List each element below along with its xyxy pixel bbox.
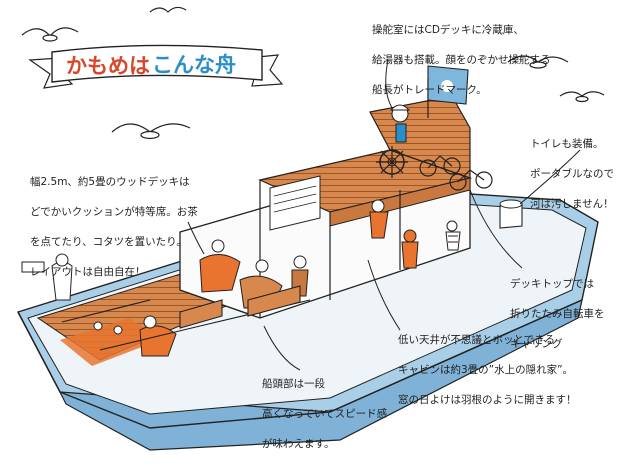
note-line: どでかいクッションが特等席。お茶 bbox=[30, 206, 198, 218]
note-toilet: トイレも装備。 ポータブルなので 河は汚しません！ bbox=[530, 122, 630, 227]
note-line: 窓の日よけは羽根のように開きます！ bbox=[398, 394, 577, 406]
note-line: を点てたり、コタツを置いたり。 bbox=[30, 236, 187, 248]
note-line: 船頭部は一段 bbox=[262, 378, 325, 390]
note-line: トイレも装備。 bbox=[530, 138, 604, 150]
seagull-icon bbox=[21, 27, 79, 42]
title-part2: こんな舟 bbox=[152, 53, 236, 77]
portable-toilet bbox=[499, 199, 523, 229]
folding-bikes bbox=[419, 155, 493, 191]
note-line: 高くなっていてスピード感 bbox=[262, 408, 388, 420]
railings bbox=[61, 285, 311, 351]
pilot-house bbox=[369, 95, 471, 179]
note-cabin: 低い天井が不思議とホッとできる キャビンは約3畳の”水上の隠れ家”。 窓の日よけ… bbox=[398, 318, 626, 423]
note-line: レイアウトは自由自在！ bbox=[30, 266, 146, 278]
title-banner: かもめは こんな舟 bbox=[28, 44, 284, 89]
seagull-icon bbox=[111, 123, 191, 140]
leader-lines bbox=[187, 59, 581, 371]
bicycle-icon bbox=[419, 155, 461, 177]
note-bow: 船頭部は一段 高くなっていてスピード感 が味わえます。 bbox=[262, 362, 422, 467]
seagull-icon bbox=[507, 55, 569, 69]
note-line: キャリング bbox=[510, 338, 563, 350]
seagull-icon bbox=[559, 91, 605, 103]
note-line: が味わえます。 bbox=[262, 438, 335, 450]
note-line: ポータブルなので bbox=[530, 168, 614, 180]
flag bbox=[427, 65, 469, 118]
title-part1: かもめは bbox=[66, 54, 150, 78]
note-bikes: デッキトップでは 折りたたみ自転車を キャリング bbox=[510, 262, 628, 367]
note-line: 折りたたみ自転車を bbox=[510, 308, 605, 320]
note-wood-deck: 幅2.5m、約5畳のウッドデッキは どでかいクッションが特等席。お茶 を点てたり… bbox=[30, 160, 280, 295]
seagull-icon bbox=[149, 6, 187, 13]
note-pilot-house: 操舵室にはCDデッキに冷蔵庫、 給湯器も搭載。顔をのぞかせ操舵する 船長がトレー… bbox=[372, 8, 624, 113]
note-line: キャビンは約3畳の”水上の隠れ家”。 bbox=[398, 364, 574, 376]
binoculars-icon bbox=[21, 261, 45, 273]
note-line: 給湯器も搭載。顔をのぞかせ操舵する bbox=[372, 54, 551, 66]
seagulls bbox=[21, 6, 605, 140]
bicycle-icon bbox=[449, 169, 493, 191]
note-line: デッキトップでは bbox=[510, 278, 594, 290]
note-line: 幅2.5m、約5畳のウッドデッキは bbox=[30, 176, 190, 188]
note-line: 船長がトレードマーク。 bbox=[372, 84, 487, 96]
note-line: 低い天井が不思議とホッとできる bbox=[398, 334, 555, 346]
note-line: 河は汚しません！ bbox=[530, 198, 614, 210]
note-line: 操舵室にはCDデッキに冷蔵庫、 bbox=[372, 24, 524, 36]
